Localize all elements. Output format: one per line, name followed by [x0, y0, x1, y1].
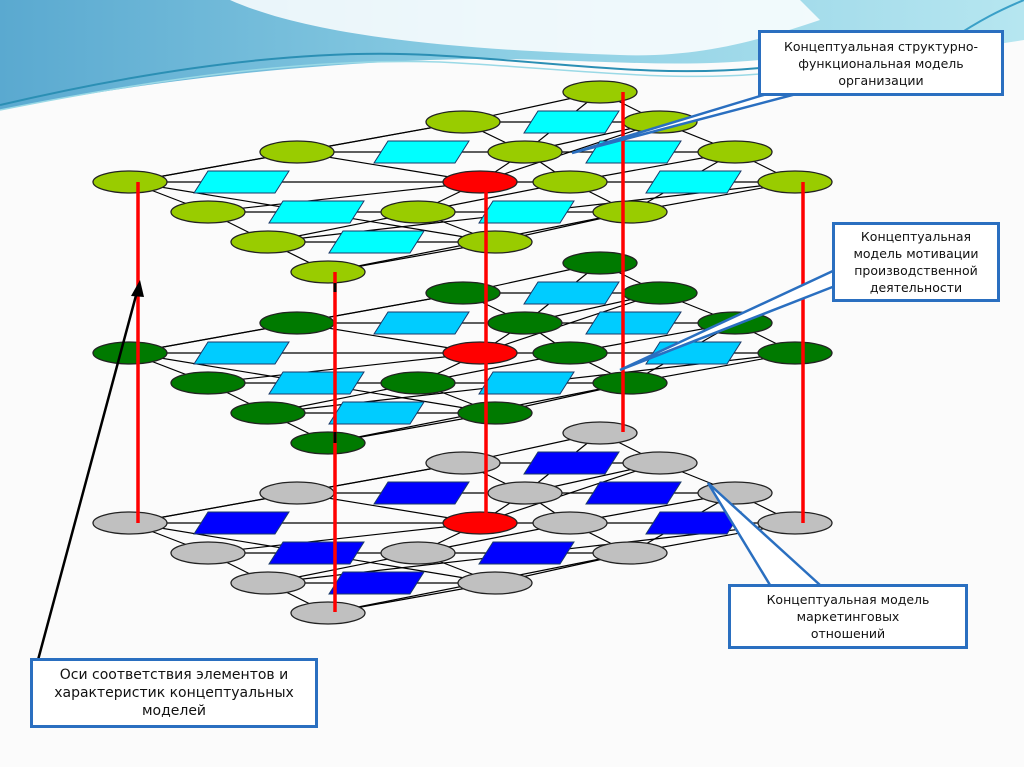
ellipse-node [757, 511, 833, 535]
parallelogram-node [328, 401, 425, 425]
parallelogram-node [193, 341, 290, 365]
ellipse-node [592, 541, 668, 565]
ellipse-node [532, 170, 608, 194]
parallelogram-node [328, 230, 425, 254]
parallelogram-node [645, 511, 742, 535]
callout-structural-functional-model: Концептуальная структурно- функциональна… [758, 30, 1004, 96]
arrow-line [36, 287, 140, 661]
parallelogram-node [585, 140, 682, 164]
ellipse-node [532, 341, 608, 365]
parallelogram-node [268, 371, 365, 395]
ellipse-node [457, 230, 533, 254]
parallelogram-node [373, 140, 470, 164]
ellipse-node [230, 230, 306, 254]
parallelogram-node [268, 541, 365, 565]
ellipse-node [457, 571, 533, 595]
ellipse-node [290, 431, 366, 455]
ellipse-node [425, 281, 501, 305]
ellipse-node [230, 571, 306, 595]
parallelogram-node [373, 481, 470, 505]
ellipse-node [170, 200, 246, 224]
ellipse-node [562, 251, 638, 275]
ellipse-node [425, 451, 501, 475]
ellipse-node [92, 341, 168, 365]
callout-text: Концептуальная модель мотивации производ… [853, 229, 979, 295]
ellipse-node [259, 481, 335, 505]
lattice-edge [207, 181, 481, 213]
ellipse-node [532, 511, 608, 535]
ellipse-node [487, 311, 563, 335]
header-wave-highlight [230, 0, 820, 56]
ellipse-node [562, 421, 638, 445]
ellipse-node [622, 281, 698, 305]
parallelogram-node [585, 311, 682, 335]
wave-line-2 [0, 60, 761, 111]
callout-pointer-structural [571, 91, 801, 155]
ellipse-node [230, 401, 306, 425]
ellipse-node [757, 170, 833, 194]
callout-correspondence-axes: Оси соответствия элементов и характерист… [30, 658, 318, 728]
parallelogram-node [193, 511, 290, 535]
ellipse-node [290, 601, 366, 625]
parallelogram-node [193, 170, 290, 194]
parallelogram-node [328, 571, 425, 595]
parallelogram-node [478, 541, 575, 565]
parallelogram-node [523, 110, 620, 134]
arrow-head-icon [131, 280, 144, 297]
ellipse-node [259, 140, 335, 164]
ellipse-node [380, 371, 456, 395]
wave-line [0, 52, 761, 106]
lattice-edge [479, 121, 661, 183]
ellipse-node [425, 110, 501, 134]
lattice-edge [479, 462, 661, 524]
ellipse-node [290, 260, 366, 284]
ellipse-node [259, 311, 335, 335]
ellipse-node [697, 140, 773, 164]
parallelogram-node [373, 311, 470, 335]
ellipse-node [757, 341, 833, 365]
parallelogram-node [523, 451, 620, 475]
ellipse-node [92, 170, 168, 194]
highlighted-ellipse-node [442, 170, 518, 194]
ellipse-node [92, 511, 168, 535]
callout-text: Оси соответствия элементов и характерист… [54, 667, 294, 719]
ellipse-node [380, 541, 456, 565]
parallelogram-node [645, 170, 742, 194]
lattice-edge [479, 292, 661, 354]
callout-pointer-motivation [619, 268, 836, 372]
ellipse-node [380, 200, 456, 224]
highlighted-ellipse-node [442, 511, 518, 535]
layer-structural-functional-model [92, 80, 833, 284]
layer-marketing-relations-model [92, 421, 833, 625]
callout-text: Концептуальная структурно- функциональна… [783, 38, 979, 88]
ellipse-node [592, 371, 668, 395]
callout-pointer-marketing [706, 482, 821, 586]
highlighted-ellipse-node [442, 341, 518, 365]
lattice-edge [207, 352, 481, 384]
parallelogram-node [268, 200, 365, 224]
parallelogram-node [478, 200, 575, 224]
lattice-edge [207, 522, 481, 554]
ellipse-node [487, 481, 563, 505]
ellipse-node [487, 140, 563, 164]
parallelogram-node [523, 281, 620, 305]
ellipse-node [170, 541, 246, 565]
ellipse-node [457, 401, 533, 425]
ellipse-node [562, 80, 638, 104]
ellipse-node [592, 200, 668, 224]
callout-text: Концептуальная модель маркетинговых отно… [766, 592, 930, 641]
callout-motivation-model: Концептуальная модель мотивации производ… [832, 222, 1000, 302]
parallelogram-node [585, 481, 682, 505]
layer-motivation-model [92, 251, 833, 455]
callout-marketing-model: Концептуальная модель маркетинговых отно… [728, 584, 968, 649]
parallelogram-node [478, 371, 575, 395]
ellipse-node [170, 371, 246, 395]
ellipse-node [622, 451, 698, 475]
